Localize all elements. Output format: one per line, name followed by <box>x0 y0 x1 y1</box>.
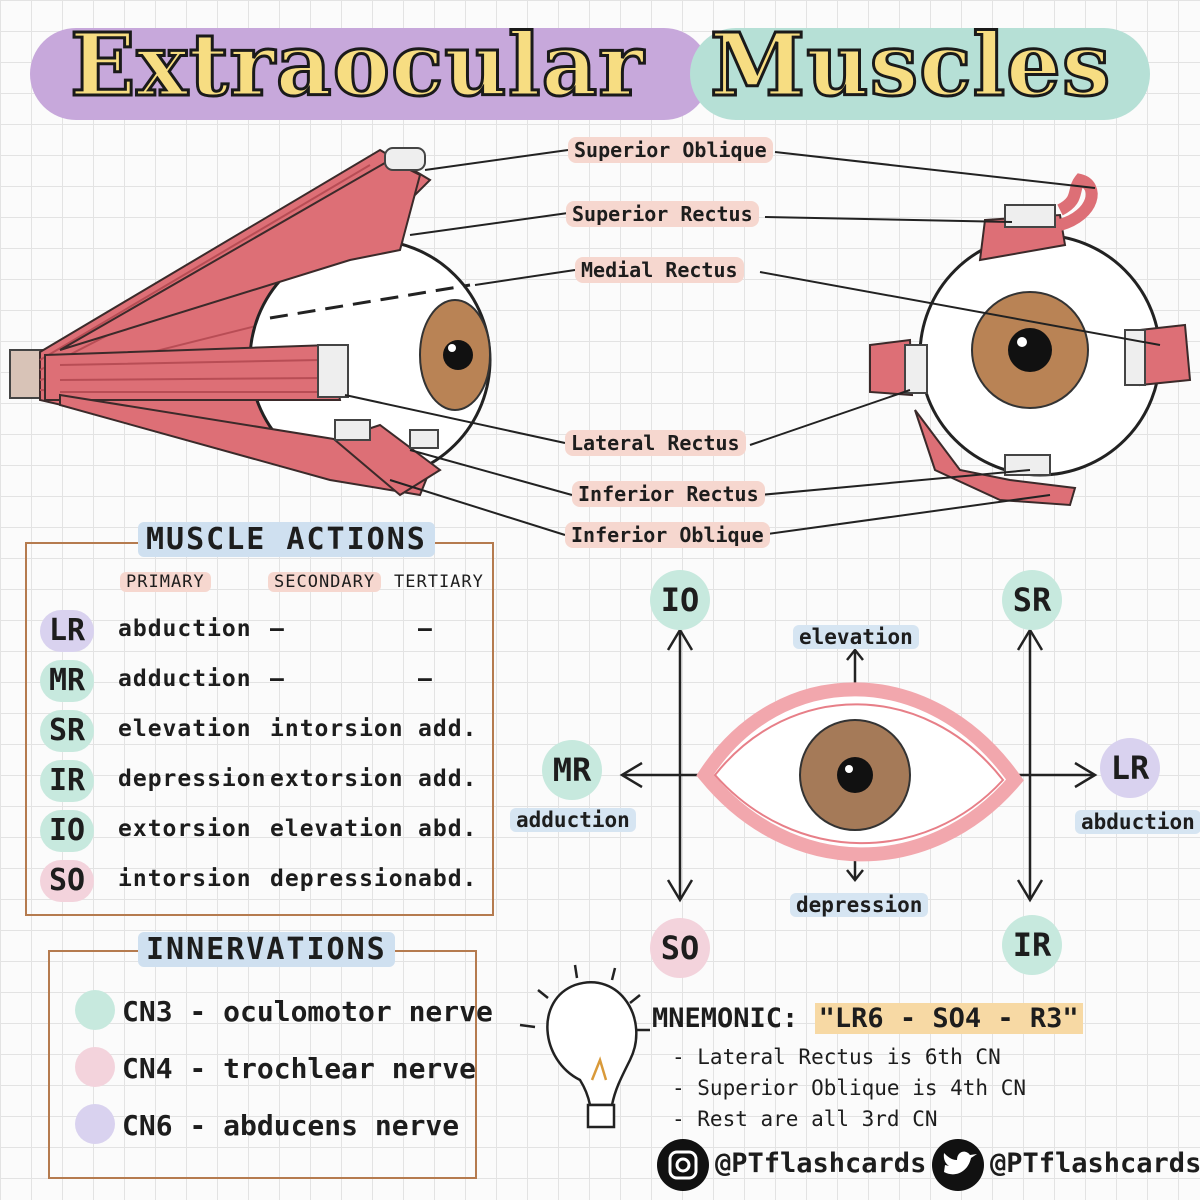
muscle-badge-ir: IR <box>40 760 94 802</box>
action-secondary-ir: extorsion <box>270 766 404 792</box>
action-primary-io: extorsion <box>118 816 252 842</box>
label-superior-oblique: Superior Oblique <box>568 137 773 163</box>
title-pill-left <box>30 28 710 120</box>
action-primary-mr: adduction <box>118 666 252 692</box>
title-pill-right <box>690 28 1150 120</box>
gaze-depression: depression <box>790 893 929 917</box>
muscle-badge-io: IO <box>40 810 94 852</box>
gaze-ir: IR <box>1002 915 1062 975</box>
title-word-2: Muscles <box>708 14 1112 117</box>
anterior-view-eye <box>869 173 1192 507</box>
lateral-view-eye <box>9 147 492 497</box>
title-word-1: Extraocular <box>69 14 646 117</box>
cn6-dot <box>75 1104 115 1144</box>
mnemonic-line-2: - Superior Oblique is 4th CN <box>672 1076 1027 1100</box>
twitter-icon <box>932 1139 984 1191</box>
col-tertiary: TERTIARY <box>394 572 484 592</box>
gaze-so: SO <box>650 918 710 978</box>
label-medial-rectus: Medial Rectus <box>575 257 744 283</box>
action-primary-lr: abduction <box>118 616 252 642</box>
instagram-icon <box>657 1139 709 1191</box>
muscle-badge-so: SO <box>40 860 94 902</box>
gaze-lr: LR <box>1100 738 1160 798</box>
label-inferior-rectus: Inferior Rectus <box>572 481 765 507</box>
cn4-dot <box>75 1047 115 1087</box>
action-tertiary-io: abd. <box>418 816 478 842</box>
gaze-io: IO <box>650 570 710 630</box>
action-primary-ir: depression <box>118 766 267 792</box>
cn3-text: CN3 - oculomotor nerve <box>122 995 493 1028</box>
lightbulb-icon <box>519 964 650 1129</box>
muscle-actions-heading: MUSCLE ACTIONS <box>138 522 435 557</box>
cn6-text: CN6 - abducens nerve <box>122 1109 460 1142</box>
action-secondary-sr: intorsion <box>270 716 404 742</box>
muscle-badge-mr: MR <box>40 660 94 702</box>
front-eye <box>696 682 1024 862</box>
label-superior-rectus: Superior Rectus <box>566 201 759 227</box>
action-secondary-so: depression <box>270 866 419 892</box>
action-secondary-mr: — <box>270 666 285 692</box>
mnemonic-title: MNEMONIC: "LR6 - SO4 - R3" <box>652 1003 1083 1034</box>
action-tertiary-sr: add. <box>418 716 478 742</box>
action-primary-sr: elevation <box>118 716 252 742</box>
mnemonic-formula: "LR6 - SO4 - R3" <box>814 1003 1083 1034</box>
action-secondary-lr: — <box>270 616 285 642</box>
mnemonic-line-1: - Lateral Rectus is 6th CN <box>672 1045 1001 1069</box>
gaze-mr: MR <box>542 740 602 800</box>
gaze-abduction: abduction <box>1075 810 1200 834</box>
action-tertiary-ir: add. <box>418 766 478 792</box>
cn4-text: CN4 - trochlear nerve <box>122 1052 477 1085</box>
mnemonic-line-3: - Rest are all 3rd CN <box>672 1107 938 1131</box>
label-inferior-oblique: Inferior Oblique <box>565 522 770 548</box>
innervations-heading: INNERVATIONS <box>138 932 395 967</box>
gaze-adduction: adduction <box>510 808 636 832</box>
action-primary-so: intorsion <box>118 866 252 892</box>
mnemonic-label: MNEMONIC: <box>652 1003 799 1034</box>
label-lateral-rectus: Lateral Rectus <box>565 430 746 456</box>
action-tertiary-lr: — <box>418 616 433 642</box>
col-primary: PRIMARY <box>120 572 211 592</box>
action-tertiary-mr: — <box>418 666 433 692</box>
gaze-elevation: elevation <box>793 625 919 649</box>
muscle-badge-lr: LR <box>40 610 94 652</box>
muscle-badge-sr: SR <box>40 710 94 752</box>
col-secondary: SECONDARY <box>268 572 382 592</box>
action-secondary-io: elevation <box>270 816 404 842</box>
action-tertiary-so: abd. <box>418 866 478 892</box>
instagram-handle: @PTflashcards <box>715 1148 927 1179</box>
gaze-sr: SR <box>1002 570 1062 630</box>
twitter-handle: @PTflashcards <box>990 1148 1200 1179</box>
cn3-dot <box>75 990 115 1030</box>
label-leader-lines <box>344 149 1161 536</box>
